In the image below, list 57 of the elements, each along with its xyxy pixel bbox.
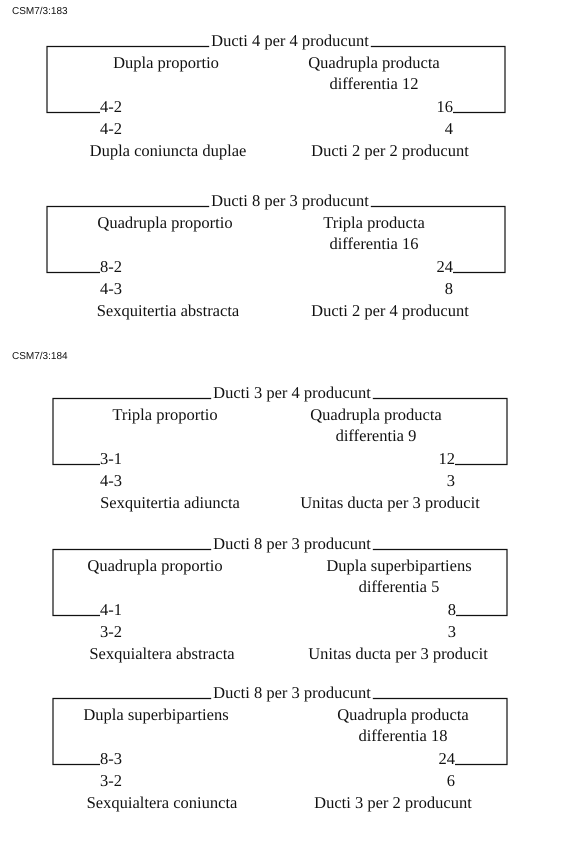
- term-label: Tripla proportio: [112, 404, 218, 424]
- number-text: 24: [436, 256, 453, 276]
- heading-text: Ducti 8 per 3 producunt: [213, 532, 371, 554]
- result-label: Sexquitertia abstracta: [96, 300, 240, 320]
- result-label: Dupla coniuncta duplae: [90, 140, 246, 160]
- bracket-line: [372, 398, 508, 466]
- number-text: 12: [438, 448, 455, 468]
- term-label: Dupla proportio: [113, 52, 219, 72]
- bracket-line: [46, 46, 210, 114]
- number-label: 8: [444, 278, 453, 298]
- bracket-line: [46, 206, 210, 274]
- reference-text: CSM7/3:184: [12, 351, 68, 363]
- number-text: 3-1: [100, 448, 122, 468]
- bracket-line: [52, 548, 212, 616]
- number-text: 4-1: [100, 598, 122, 620]
- number-label: 3-2: [100, 620, 122, 642]
- term-label: Tripla producta differentia 16: [322, 212, 426, 254]
- heading-text: Ducti 8 per 3 producunt: [213, 682, 371, 702]
- result-label: Unitas ducta per 3 producit: [308, 642, 488, 664]
- number-label: 6: [446, 770, 455, 790]
- result-label: Unitas ducta per 3 producit: [300, 492, 480, 512]
- number-text: 8-3: [100, 748, 122, 768]
- result-label: Ducti 2 per 4 producunt: [311, 300, 469, 320]
- number-text: 4-2: [100, 96, 122, 116]
- bracket-line: [52, 698, 212, 766]
- term-label: Quadrupla proportio: [87, 554, 223, 576]
- result-label: Sexquialtera coniuncta: [86, 792, 238, 812]
- heading-text: Ducti 8 per 3 producunt: [211, 190, 369, 210]
- number-text: 16: [436, 96, 453, 116]
- number-label: 3: [446, 470, 455, 490]
- term-label: Quadrupla producta differentia 12: [307, 52, 441, 94]
- number-text: 8-2: [100, 256, 122, 276]
- number-label: 3: [448, 620, 456, 642]
- number-label: 4-3: [100, 278, 122, 298]
- number-label: 3-2: [100, 770, 122, 790]
- number-text: 24: [438, 748, 455, 768]
- number-label: 4: [444, 118, 453, 138]
- bracket-line: [370, 46, 506, 114]
- term-label: Quadrupla proportio: [97, 212, 233, 232]
- bracket-line: [370, 206, 506, 274]
- term-label: Quadrupla producta differentia 18: [336, 704, 470, 746]
- heading-text: Ducti 3 per 4 producunt: [213, 382, 371, 402]
- result-label: Sexquitertia adiuncta: [100, 492, 240, 512]
- reference-text: CSM7/3:183: [12, 6, 68, 18]
- result-label: Sexquialtera abstracta: [89, 642, 235, 664]
- number-text: 8: [448, 598, 456, 620]
- term-label: Dupla superbipartiens: [83, 704, 229, 724]
- number-label: 4-2: [100, 118, 122, 138]
- term-label: Dupla superbipartiens differentia 5: [325, 554, 473, 596]
- bracket-line: [372, 548, 508, 616]
- number-label: 4-3: [100, 470, 122, 490]
- term-label: Quadrupla producta differentia 9: [309, 404, 443, 446]
- heading-text: Ducti 4 per 4 producunt: [211, 30, 369, 50]
- result-label: Ducti 3 per 2 producunt: [314, 792, 472, 812]
- bracket-line: [372, 698, 508, 766]
- result-label: Ducti 2 per 2 producunt: [311, 140, 469, 160]
- bracket-line: [52, 398, 212, 466]
